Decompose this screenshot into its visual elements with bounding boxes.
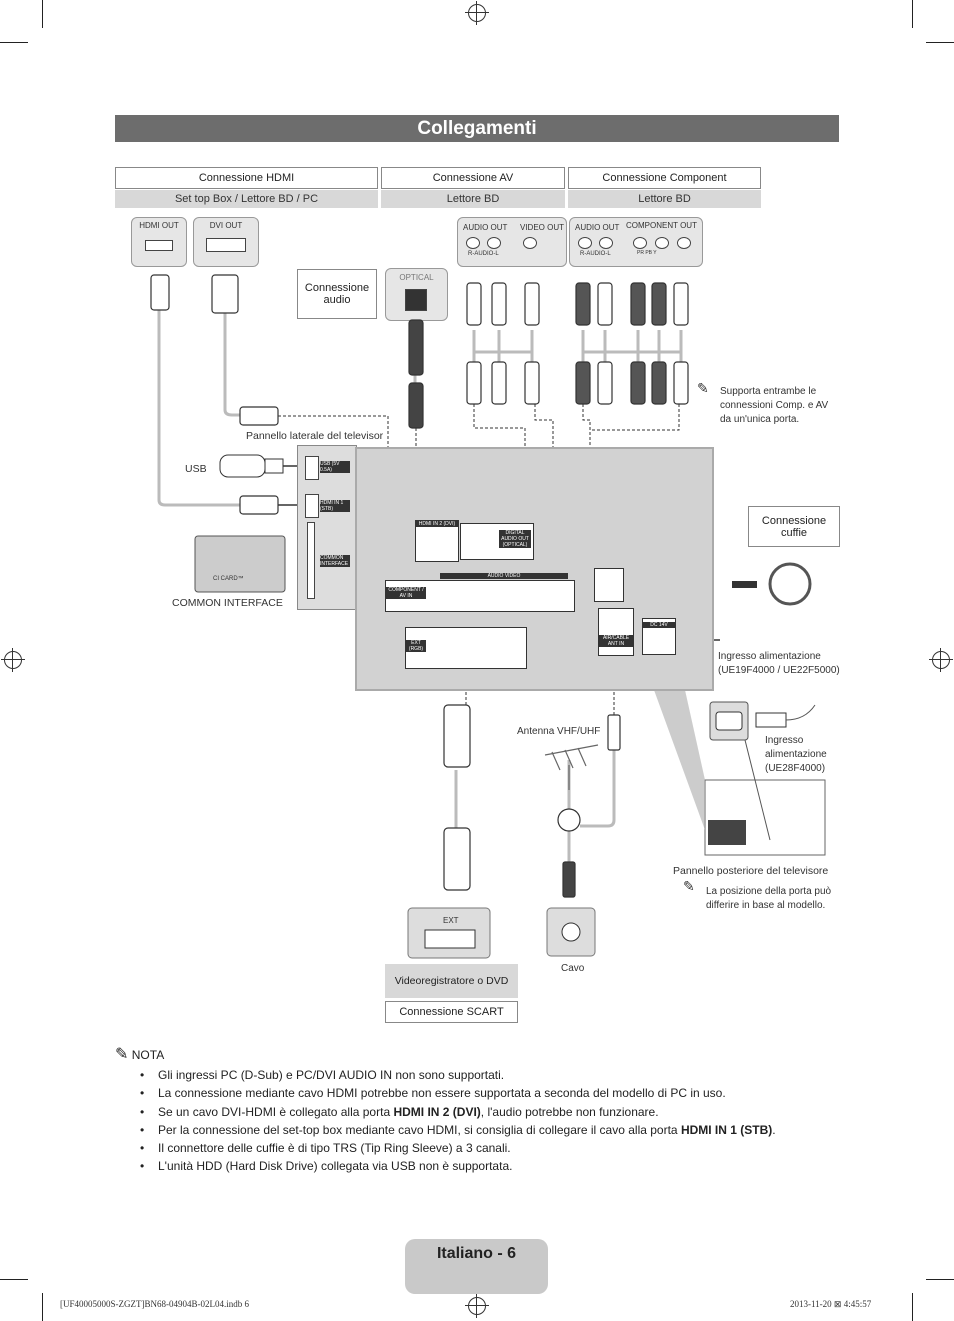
usb-caption: USB <box>185 463 207 475</box>
comp-audio-out-label: AUDIO OUT <box>575 223 620 232</box>
side-usb-port <box>305 456 319 480</box>
side-ci-label: COMMON INTERFACE <box>320 555 350 567</box>
headphones-connection-text: Connessione cuffie <box>761 514 827 539</box>
vcr-label: Videoregistratore o DVD <box>394 975 509 987</box>
note-item: Per la connessione del set-top box media… <box>140 1121 855 1139</box>
component-connection-header: Connessione Component <box>568 167 761 189</box>
comp-jack-pr-icon <box>633 237 647 249</box>
comp-component-out-label: COMPONENT OUT <box>626 221 697 230</box>
rear-ext-label: EXT (RGB) <box>406 640 426 652</box>
footer-file-info: [UF40005000S-ZGZT]BN68-04904B-02L04.indb… <box>60 1299 249 1309</box>
antenna-caption: Antenna VHF/UHF <box>517 726 601 737</box>
note-pencil-icon: ✎ <box>697 380 709 396</box>
av-jack-l-icon <box>487 237 501 249</box>
rear-component-block: COMPONENT / AV IN <box>385 580 575 612</box>
side-ci-slot <box>307 522 315 599</box>
component-connection-sub: Lettore BD <box>568 190 761 208</box>
rear-optical-label: DIGITAL AUDIO OUT (OPTICAL) <box>499 530 531 548</box>
audio-connection-text: Connessione audio <box>304 282 370 306</box>
rear-hdmi2-label: HDMI IN 2 (DVI) <box>416 521 458 527</box>
comp-jack-l-icon <box>599 237 613 249</box>
side-hdmi1-label: HDMI IN 1 (STB) <box>320 500 350 512</box>
dvi-port-icon <box>206 238 246 252</box>
footer-timestamp: 2013-11-20 ⊠ 4:45:57 <box>790 1299 872 1309</box>
hdmi-out-label: HDMI OUT <box>139 221 179 230</box>
rear-ant-label-2: ANT IN <box>599 641 633 647</box>
rear-headphone-port <box>594 568 624 602</box>
optical-device: OPTICAL <box>385 268 448 321</box>
comp-r-audio-l: R-AUDIO-L <box>580 251 611 257</box>
power-input-1-caption: Ingresso alimentazione (UE19F4000 / UE22… <box>718 651 840 676</box>
pencil-icon: ✎ <box>683 878 695 894</box>
nota-heading: ✎ NOTA <box>115 1046 855 1064</box>
side-usb-label: USB (5V 0.5A) <box>320 461 350 473</box>
notes-section: ✎ NOTA Gli ingressi PC (D-Sub) e PC/DVI … <box>115 1046 855 1176</box>
note-item: La connessione mediante cavo HDMI potreb… <box>140 1084 855 1102</box>
optical-label: OPTICAL <box>399 273 434 282</box>
page-number-tab: Italiano - 6 <box>405 1239 548 1294</box>
av-video-out-label: VIDEO OUT <box>520 223 565 232</box>
av-jack-r-icon <box>466 237 480 249</box>
note-item: L'unità HDD (Hard Disk Drive) collegata … <box>140 1157 855 1175</box>
rear-panel-caption: Pannello posteriore del televisore <box>673 865 829 877</box>
notes-list: Gli ingressi PC (D-Sub) e PC/DVI AUDIO I… <box>115 1066 855 1175</box>
ext-port-label: EXT <box>443 916 459 925</box>
position-note: La posizione della porta può differire i… <box>706 886 832 911</box>
note-item: Se un cavo DVI-HDMI è collegato alla por… <box>140 1103 855 1121</box>
headphones-connection-label: Connessione cuffie <box>748 506 840 547</box>
hdmi-connection-header: Connessione HDMI <box>115 167 378 189</box>
av-audio-out-label: AUDIO OUT <box>463 223 508 232</box>
optical-port-icon <box>405 289 427 311</box>
hdmi-connection-sub: Set top Box / Lettore BD / PC <box>115 190 378 208</box>
registration-mark-top <box>465 1 489 25</box>
cable-caption: Cavo <box>561 963 585 974</box>
rear-dc-label: DC 14V <box>643 622 675 628</box>
dvi-out-label: DVI OUT <box>209 221 243 230</box>
audio-connection-label: Connessione audio <box>297 269 377 319</box>
av-r-audio-l: R-AUDIO-L <box>468 251 499 257</box>
comp-jack-r-icon <box>578 237 592 249</box>
side-hdmi1-port <box>305 494 319 518</box>
page-title: Collegamenti <box>115 115 839 142</box>
scart-connection-header: Connessione SCART <box>385 1001 518 1023</box>
note-item: Gli ingressi PC (D-Sub) e PC/DVI AUDIO I… <box>140 1066 855 1084</box>
dvi-out-device: DVI OUT <box>193 217 259 267</box>
av-connection-header: Connessione AV <box>381 167 565 189</box>
comp-jack-y-icon <box>677 237 691 249</box>
rear-ant-label: AIR/CABLE <box>599 635 633 641</box>
av-device: AUDIO OUT VIDEO OUT R-AUDIO-L <box>457 217 567 267</box>
av-connection-sub: Lettore BD <box>381 190 565 208</box>
page-number-label: Italiano - 6 <box>436 1245 517 1262</box>
comp-jack-pb-icon <box>655 237 669 249</box>
component-device: AUDIO OUT COMPONENT OUT R-AUDIO-L PR PB … <box>569 217 703 267</box>
side-panel-caption: Pannello laterale del televisor <box>246 430 384 442</box>
nota-pencil-icon: ✎ <box>115 1046 129 1063</box>
ci-card-label: CI CARD™ <box>213 576 244 582</box>
rear-hdmi2-port: HDMI IN 2 (DVI) <box>415 520 459 562</box>
rear-optical-port: DIGITAL AUDIO OUT (OPTICAL) <box>460 523 534 560</box>
power-input-2-caption: Ingresso alimentazione (UE28F4000) <box>765 735 827 774</box>
rear-audio-video-label: AUDIO VIDEO <box>440 573 568 579</box>
av-jack-video-icon <box>523 237 537 249</box>
rear-ant-port: AIR/CABLE ANT IN <box>598 608 634 656</box>
registration-mark-bottom <box>465 1294 489 1318</box>
hdmi-out-device: HDMI OUT <box>131 217 187 267</box>
rear-dc-port: DC 14V <box>642 618 676 655</box>
rear-ext-port: EXT (RGB) <box>405 627 527 669</box>
note-item: Il connettore delle cuffie è di tipo TRS… <box>140 1139 855 1157</box>
registration-mark-right <box>929 648 953 672</box>
vcr-box: Videoregistratore o DVD <box>385 964 518 998</box>
hdmi-port-icon <box>145 240 173 251</box>
registration-mark-left <box>1 648 25 672</box>
comp-pr-pb-y: PR PB Y <box>637 250 657 256</box>
rear-component-label: COMPONENT / AV IN <box>386 587 426 599</box>
ci-caption: COMMON INTERFACE <box>172 597 283 609</box>
support-note: Supporta entrambe le connessioni Comp. e… <box>720 386 829 425</box>
nota-label: NOTA <box>131 1048 165 1062</box>
